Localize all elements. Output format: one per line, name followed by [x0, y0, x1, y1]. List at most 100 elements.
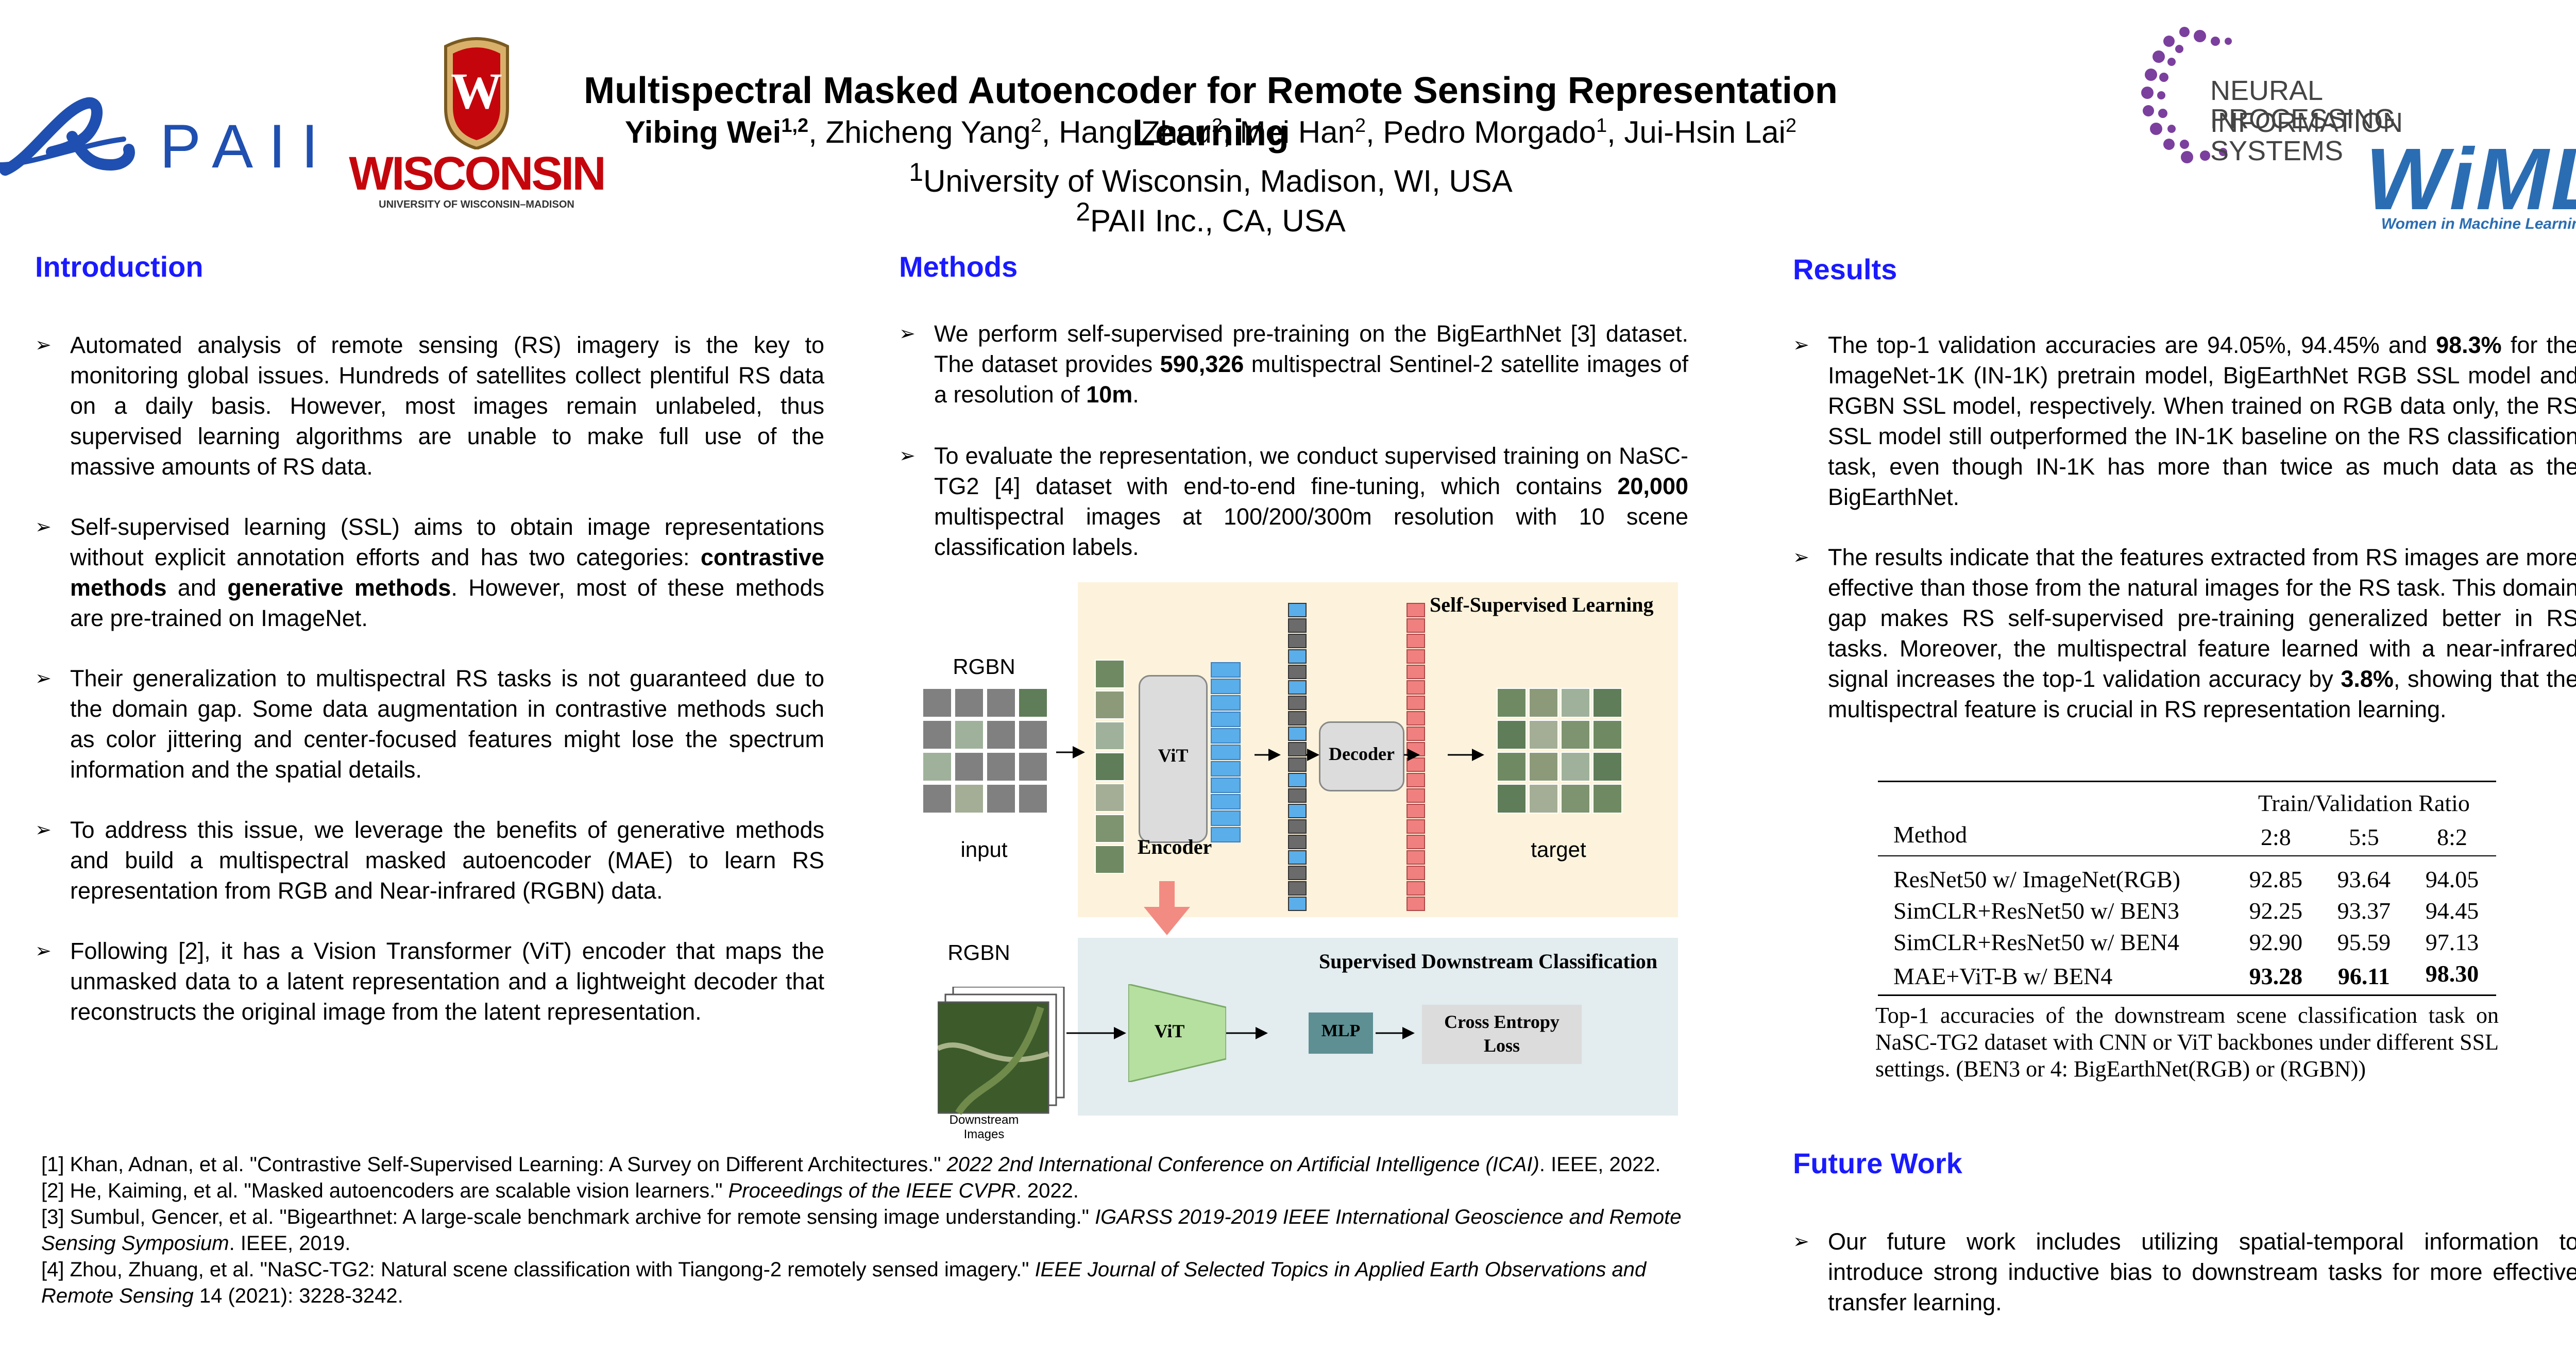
- target-patch: [1561, 720, 1590, 750]
- wisconsin-subtitle: UNIVERSITY OF WISCONSIN–MADISON: [379, 199, 574, 210]
- diagram-arrows: [1056, 746, 1484, 1039]
- reconstruction-token: [1406, 696, 1425, 710]
- encoder-token: [1211, 745, 1241, 760]
- encoder-token: [1211, 811, 1241, 826]
- svg-text:W: W: [451, 62, 502, 120]
- wiml-logo: WiML Women in Machine Learning: [2334, 130, 2576, 237]
- results-bullets: The top-1 validation accuracies are 94.0…: [1793, 330, 2576, 724]
- full-token: [1288, 788, 1307, 803]
- full-token: [1288, 897, 1307, 911]
- author-name: Zhicheng Yang: [825, 115, 1031, 149]
- loss-label-line2: Loss: [1483, 1035, 1520, 1056]
- full-token: [1288, 866, 1307, 880]
- reconstruction-token: [1406, 866, 1425, 880]
- reference-item: [1] Khan, Adnan, et al. "Contrastive Sel…: [41, 1153, 1661, 1176]
- reconstruction-token: [1406, 788, 1425, 803]
- neurips-dots-icon: [2141, 27, 2232, 163]
- references: [1] Khan, Adnan, et al. "Contrastive Sel…: [41, 1152, 1710, 1309]
- table-cell-value: 92.25: [2249, 898, 2303, 924]
- reconstruction-token: [1406, 680, 1425, 695]
- encoder-label: Encoder: [1137, 835, 1212, 858]
- neurips-text-line2: PROCESSING SYSTEMS: [2210, 104, 2396, 166]
- reconstruction-token: [1406, 850, 1425, 865]
- input-label: input: [960, 837, 1008, 862]
- loss-label-line1: Cross Entropy: [1444, 1011, 1560, 1032]
- affiliation-1: 1University of Wisconsin, Madison, WI, U…: [541, 157, 1880, 199]
- full-token: [1288, 742, 1307, 756]
- visible-patch: [1095, 660, 1125, 688]
- reference-item: [4] Zhou, Zhuang, et al. "NaSC-TG2: Natu…: [41, 1258, 1647, 1307]
- full-token: [1288, 727, 1307, 741]
- encoder-token: [1211, 662, 1241, 678]
- table-header-spacer: [1878, 782, 2232, 819]
- decoder-label: Decoder: [1329, 744, 1395, 764]
- table-cell-value: 92.90: [2249, 929, 2303, 955]
- full-token: [1288, 819, 1307, 834]
- reconstruction-token: [1406, 603, 1425, 617]
- full-token: [1288, 665, 1307, 679]
- wisconsin-wordmark: WISCONSIN: [349, 147, 606, 200]
- input-patch: [922, 752, 952, 782]
- reconstruction-token: [1406, 665, 1425, 679]
- downstream-caption: Downstream Images: [922, 1113, 1046, 1142]
- full-token: [1288, 634, 1307, 648]
- encoder-token: [1211, 679, 1241, 694]
- visible-patch: [1095, 783, 1125, 812]
- table-ratio-header-3: 8:2: [2437, 824, 2467, 850]
- target-patch: [1592, 752, 1622, 782]
- target-patch: [1497, 688, 1527, 718]
- reconstruction-token: [1406, 649, 1425, 664]
- author-affiliation-sup: 1: [1596, 115, 1607, 137]
- reference-item: [3] Sumbul, Gencer, et al. "Bigearthnet:…: [41, 1206, 1682, 1255]
- target-patch: [1497, 752, 1527, 782]
- affiliation-2-text: PAII Inc., CA, USA: [1090, 204, 1346, 238]
- table-cell-value: 98.30: [2425, 960, 2479, 987]
- neurips-text-line1: NEURAL INFORMATION: [2210, 75, 2403, 138]
- table-cell-method: SimCLR+ResNet50 w/ BEN3: [1893, 898, 2179, 924]
- author-affiliation-sup: 1,2: [781, 115, 809, 137]
- table-cell-value: 93.64: [2337, 866, 2391, 892]
- bullet-item: The results indicate that the features e…: [1793, 542, 2576, 724]
- table-cell-method: ResNet50 w/ ImageNet(RGB): [1893, 866, 2180, 892]
- table-cell-method: SimCLR+ResNet50 w/ BEN4: [1893, 929, 2179, 955]
- input-patch: [1018, 688, 1048, 718]
- table-cell-value: 92.85: [2249, 866, 2303, 892]
- target-patch: [1592, 784, 1622, 814]
- table-cell-value: 93.37: [2337, 898, 2391, 924]
- reconstruction-token: [1406, 773, 1425, 787]
- affiliation-2-sup: 2: [1076, 197, 1091, 226]
- reconstruction-token: [1406, 835, 1425, 849]
- future-work-heading: Future Work: [1793, 1147, 1962, 1179]
- reconstruction-token: [1406, 618, 1425, 633]
- encoder-token: [1211, 728, 1241, 744]
- table-cell-method: MAE+ViT-B w/ BEN4: [1893, 963, 2113, 989]
- author-affiliation-sup: 2: [1354, 115, 1366, 137]
- loss-label: Cross Entropy Loss: [1422, 1010, 1582, 1057]
- table-group-header: Train/Validation Ratio: [2258, 790, 2470, 816]
- table-cell-value: 93.28: [2249, 963, 2303, 989]
- author-name: Pedro Morgado: [1383, 115, 1596, 149]
- table-caption: Top-1 accuracies of the downstream scene…: [1875, 1003, 2499, 1082]
- table-ratio-header-1: 2:8: [2260, 824, 2291, 850]
- introduction-heading: Introduction: [35, 250, 204, 283]
- author-name: Mei Han: [1240, 115, 1355, 149]
- results-table: Train/Validation Ratio Method 2:8 5:5 8:…: [1878, 781, 2496, 996]
- input-patch: [986, 752, 1016, 782]
- reconstruction-token: [1406, 819, 1425, 834]
- method-diagram: Self-Supervised Learning Supervised Down…: [917, 582, 1690, 1141]
- visible-patch: [1095, 721, 1125, 750]
- methods-bullets: We perform self-supervised pre-training …: [899, 318, 1688, 562]
- encoder-token: [1211, 794, 1241, 809]
- rgbn-label-top: RGBN: [953, 654, 1015, 679]
- wiml-wordmark: WiML: [2365, 130, 2576, 228]
- visible-patch: [1095, 752, 1125, 781]
- target-patch: [1529, 720, 1558, 750]
- input-patch: [1018, 720, 1048, 750]
- paii-logo: PAII: [0, 88, 330, 185]
- visible-patches-column: [1095, 660, 1125, 874]
- downstream-caption-line2: Images: [963, 1127, 1005, 1141]
- vit-downstream-label: ViT: [1154, 1021, 1185, 1041]
